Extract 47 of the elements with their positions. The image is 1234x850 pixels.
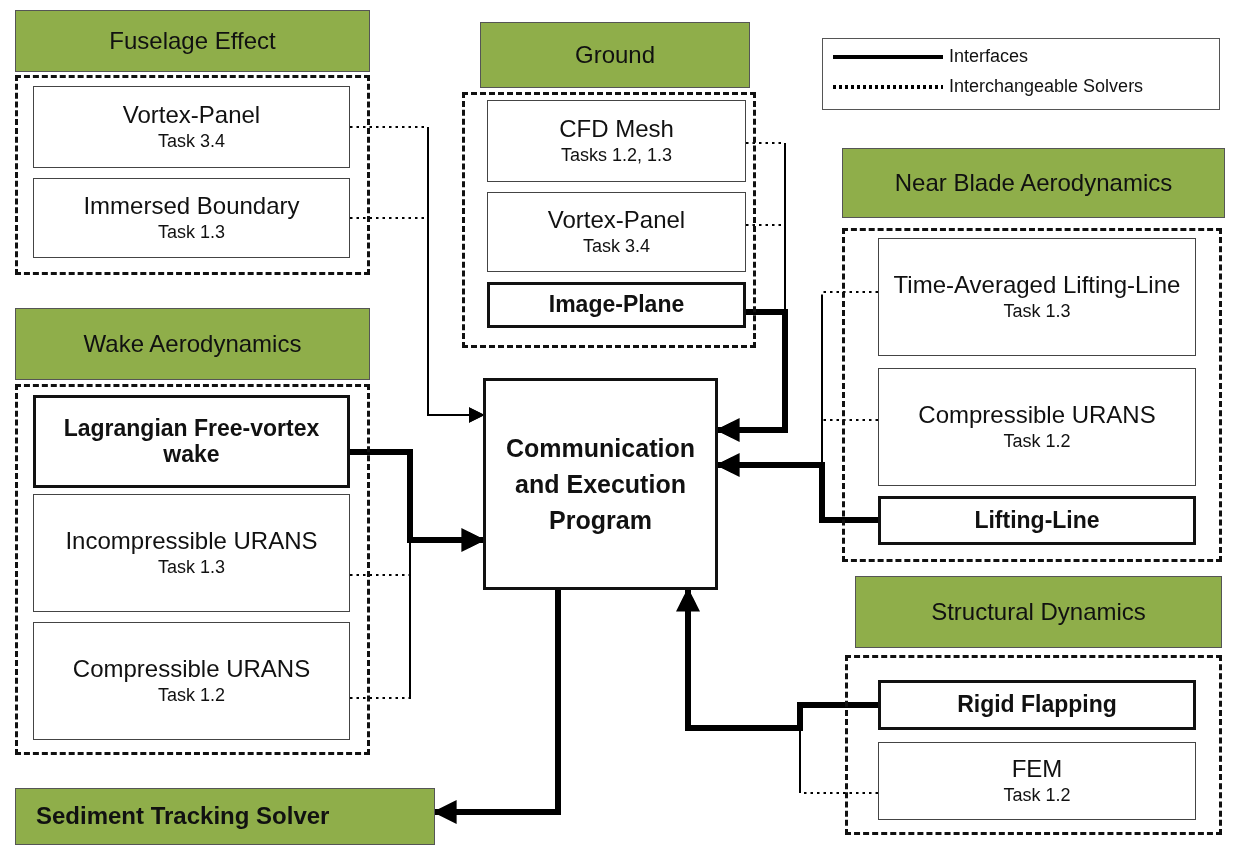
group-heading: Ground: [480, 22, 750, 88]
group-heading: Near Blade Aerodynamics: [842, 148, 1225, 218]
task-label: Task 1.2: [1003, 430, 1071, 453]
group-heading: Fuselage Effect: [15, 10, 370, 72]
box-title: Sediment Tracking Solver: [36, 803, 330, 830]
box-title: Image-Plane: [548, 292, 685, 318]
task-label: Task 3.4: [157, 130, 225, 153]
solver-box: [487, 192, 746, 272]
box-title: Lifting-Line: [974, 507, 1100, 534]
solver-box: [33, 178, 350, 258]
connector-arrow: [349, 217, 485, 423]
box-title: Compressible URANS: [72, 655, 311, 683]
solver-box: [878, 742, 1196, 820]
central-program-box: [483, 378, 718, 590]
task-label: Task 1.3: [1003, 300, 1071, 323]
task-label: Task 1.2: [1003, 784, 1071, 807]
output-box: [15, 788, 435, 845]
solver-box: [878, 496, 1196, 545]
legend-label: Interchangeable Solvers: [949, 76, 1144, 97]
legend-label: Interfaces: [949, 46, 1029, 67]
solver-box: [33, 395, 350, 488]
solver-box: [487, 282, 746, 328]
box-title: Communication and Execution Program: [505, 432, 696, 537]
box-title: Time-Averaged Lifting-Line: [893, 271, 1181, 299]
box-title: CFD Mesh: [559, 115, 674, 143]
solver-box: [878, 368, 1196, 486]
task-label: Tasks 1.2, 1.3: [560, 144, 673, 167]
solver-box: [487, 100, 746, 182]
solver-box: [878, 680, 1196, 730]
box-title: Vortex-Panel: [547, 206, 686, 234]
box-title: Vortex-Panel: [122, 101, 261, 129]
box-title: Compressible URANS: [918, 401, 1156, 429]
box-title: Rigid Flapping: [957, 692, 1117, 718]
box-title: FEM: [1011, 755, 1063, 783]
solver-box: [33, 494, 350, 612]
group-heading: Structural Dynamics: [855, 576, 1222, 648]
solver-box: [878, 238, 1196, 356]
task-label: Task 1.3: [157, 556, 225, 579]
task-label: Task 1.2: [157, 684, 225, 707]
box-title: Immersed Boundary: [83, 192, 300, 220]
solver-box: [33, 86, 350, 168]
box-title: Lagrangian Free-vortex wake: [62, 415, 321, 468]
task-label: Task 1.3: [157, 221, 225, 244]
box-title: Incompressible URANS: [65, 527, 318, 555]
solver-box: [33, 622, 350, 740]
task-label: Task 3.4: [582, 235, 650, 258]
group-heading: Wake Aerodynamics: [15, 308, 370, 380]
